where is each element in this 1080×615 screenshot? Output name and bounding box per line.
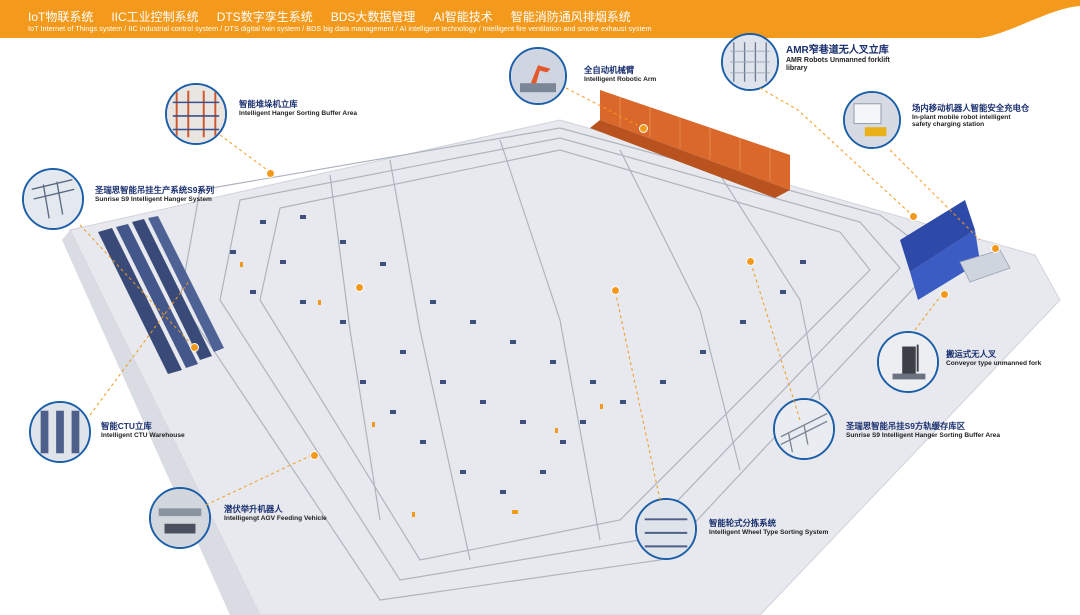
banner-item-iic: IIC工业控制系统 [111,10,199,24]
callout-stacker: 智能堆垛机立库 Intelligent Hanger Sorting Buffe… [239,99,358,117]
callout-ctu: 智能CTU立库 Intelligent CTU Warehouse [101,421,185,439]
banner-item-ai: AI智能技术 [433,10,493,24]
marker-dot-s9-buffer[interactable] [746,257,755,266]
banner-item-bds: BDS大数据管理 [330,10,416,24]
forklift-icon [879,333,937,391]
marker-dot-wheel[interactable] [611,286,620,295]
marker-dot-amr[interactable] [909,212,918,221]
stacker-rack-icon [167,85,225,143]
top-banner: IoT物联系统 IIC工业控制系统 DTS数字孪生系统 BDS大数据管理 AI智… [0,0,1080,40]
callout-charging: 场内移动机器人智能安全充电仓 In-plant mobile robot int… [912,103,1030,129]
stacker-racks [590,90,790,198]
marker-dot-ctu[interactable] [355,283,364,292]
callout-robotic-arm: 全自动机械臂 Intelligent Robotic Arm [584,65,657,83]
callout-agv-zh: 潜伏举升机器人 [224,504,283,514]
wheel-sorting-thumb [635,498,697,560]
marker-dot-stacker[interactable] [266,169,275,178]
callout-charging-en: In-plant mobile robot intelligent safety… [912,113,1011,129]
callout-charging-zh: 场内移动机器人智能安全充电仓 [912,103,1030,113]
callout-ctu-en: Intelligent CTU Warehouse [101,431,185,439]
callout-stacker-zh: 智能堆垛机立库 [239,99,298,109]
hanger-system-icon [24,170,82,228]
marker-dot-charging[interactable] [991,244,1000,253]
marker-dot-s9[interactable] [190,343,199,352]
callout-s9-buffer-zh: 圣瑞思智能吊挂S9方轨缓存库区 [846,421,966,431]
banner-subtitle: IoT Internet of Things system / IIC indu… [28,24,652,33]
charging-area [959,249,1011,283]
agv-thumb [149,487,211,549]
banner-item-fire: 智能消防通风排烟系统 [510,10,631,24]
sorting-wheel-icon [637,500,695,558]
robotic-arm-thumb [509,47,567,105]
callout-conveyor-zh: 搬运式无人叉 [946,349,997,359]
charging-station-icon [845,93,899,147]
amr-thumb [721,33,779,91]
amr-warehouse-icon [723,35,777,89]
worker-markers [240,262,603,517]
banner-item-dts: DTS数字孪生系统 [216,10,313,24]
banner-shape [0,0,1080,38]
callout-amr-zh: AMR窄巷道无人叉立库 [786,45,889,56]
callout-s9-buffer: 圣瑞思智能吊挂S9方轨缓存库区 Sunrise S9 Intelligent H… [846,421,1001,439]
ctu-thumb [29,401,91,463]
s9-thumb [22,168,84,230]
callout-agv: 潜伏举升机器人 Intelligengt AGV Feeding Vehicle [224,504,327,522]
agv-icon [151,489,209,547]
floor-plane [69,119,1061,615]
callout-s9: 圣瑞思智能吊挂生产系统S9系列 Sunrise S9 Intelligent H… [95,185,215,203]
rail-buffer-icon [775,400,833,458]
charging-thumb [843,91,901,149]
callout-conveyor-en: Conveyor type unmanned fork [946,359,1042,367]
callout-amr: AMR窄巷道无人叉立库 AMR Robots Unmanned forklift… [786,45,896,73]
callout-robotic-arm-zh: 全自动机械臂 [584,65,635,75]
banner-systems: IoT物联系统 IIC工业控制系统 DTS数字孪生系统 BDS大数据管理 AI智… [28,8,649,25]
ctu-warehouse-icon [31,403,89,461]
callout-wheel: 智能轮式分拣系统 Intelligent Wheel Type Sorting … [709,518,829,536]
callout-ctu-zh: 智能CTU立库 [101,421,152,431]
callout-s9-buffer-en: Sunrise S9 Intelligent Hanger Sorting Bu… [846,431,1001,439]
callout-s9-zh: 圣瑞思智能吊挂生产系统S9系列 [95,185,215,195]
robotic-arm-icon [511,49,565,103]
callout-s9-en: Sunrise S9 Intelligent Hanger System [95,195,212,203]
banner-item-iot: IoT物联系统 [28,10,94,24]
callout-agv-en: Intelligengt AGV Feeding Vehicle [224,514,327,522]
stacker-thumb [165,83,227,145]
s9-buffer-thumb [773,398,835,460]
callout-stacker-en: Intelligent Hanger Sorting Buffer Area [239,109,358,117]
callout-wheel-en: Intelligent Wheel Type Sorting System [709,528,829,536]
marker-dot-robotic-arm[interactable] [639,124,648,133]
marker-dot-conveyor[interactable] [940,290,949,299]
callout-conveyor: 搬运式无人叉 Conveyor type unmanned fork [946,349,1042,367]
marker-dot-agv[interactable] [310,451,319,460]
callout-robotic-arm-en: Intelligent Robotic Arm [584,75,657,83]
callout-wheel-zh: 智能轮式分拣系统 [709,518,776,528]
callout-amr-en: AMR Robots Unmanned forklift library [786,56,890,72]
conveyor-thumb [877,331,939,393]
